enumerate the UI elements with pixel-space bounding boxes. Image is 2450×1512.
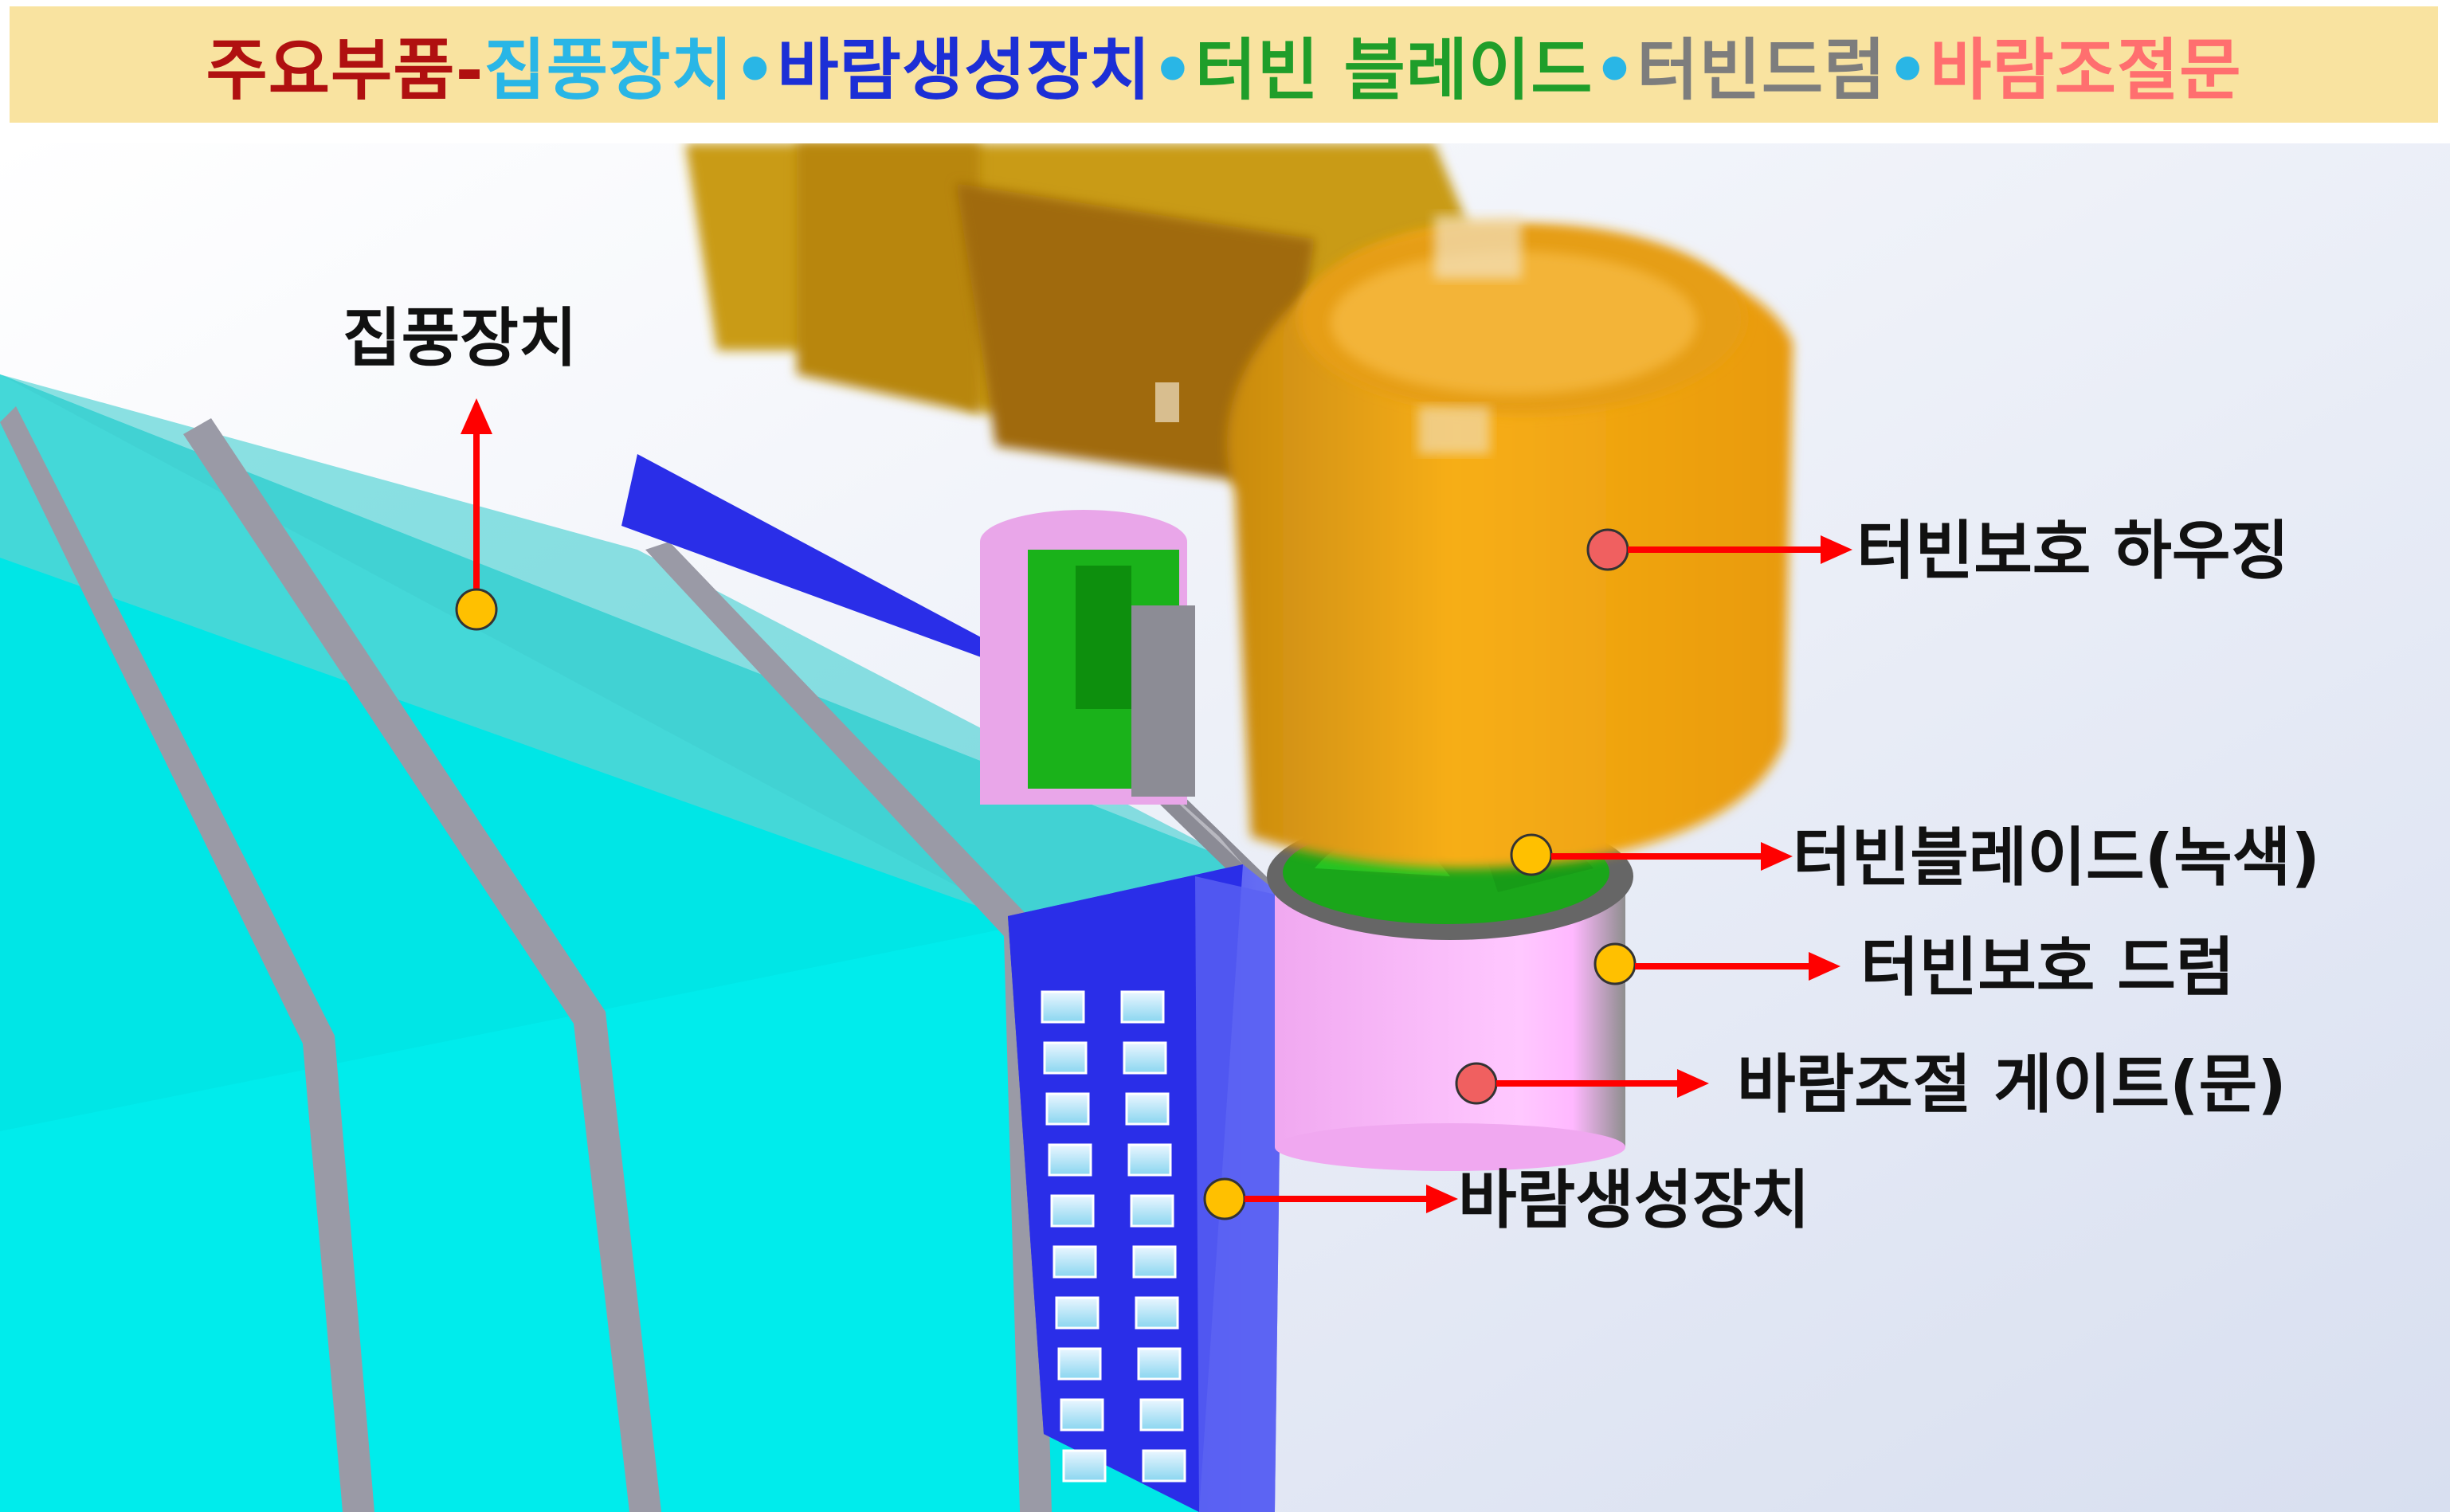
generator-window (1053, 1245, 1097, 1279)
label-turbine-blade: 터빈블레이드(녹색) (1793, 821, 2320, 895)
title-segment-main: 주요부품- (206, 30, 484, 109)
turbine-blades (980, 510, 1195, 805)
title-text: 주요부품-집풍장치•바람생성장치•터빈 블레이드•터빈드럼•바람조절문 (206, 17, 2241, 113)
callout-collector (455, 398, 498, 631)
title-separator: • (1593, 30, 1637, 109)
generator-window (1120, 990, 1165, 1024)
generator-window (1137, 1347, 1182, 1381)
title-segment-blade: 터빈 블레이드 (1194, 30, 1593, 109)
callout-gate (1455, 1062, 1709, 1105)
title-segment-drum: 터빈드럼 (1637, 30, 1887, 109)
generator-window (1135, 1296, 1179, 1330)
generator-window (1057, 1347, 1102, 1381)
title-separator: • (733, 30, 778, 109)
title-segment-generator: 바람생성장치 (777, 30, 1151, 109)
callout-drum (1593, 942, 1840, 985)
generator-window (1125, 1092, 1170, 1126)
title-segment-collector: 집풍장치 (484, 30, 734, 109)
label-wind-generator: 바람생성장치 (1458, 1163, 1810, 1237)
generator-window (1123, 1041, 1167, 1075)
turbine-housing (685, 143, 1793, 868)
generator-window (1060, 1398, 1104, 1432)
generator-window (1142, 1449, 1186, 1483)
label-wind-gate: 바람조절 게이트(문) (1737, 1048, 2287, 1122)
label-collector: 집풍장치 (343, 301, 578, 375)
generator-window (1043, 1041, 1088, 1075)
generator-window (1127, 1143, 1172, 1177)
title-banner: 주요부품-집풍장치•바람생성장치•터빈 블레이드•터빈드럼•바람조절문 (10, 6, 2438, 123)
generator-window (1139, 1398, 1184, 1432)
title-segment-gate: 바람조절문 (1930, 30, 2242, 109)
generator-window (1045, 1092, 1090, 1126)
generator-window (1132, 1245, 1177, 1279)
generator-window (1130, 1194, 1174, 1228)
generator-window (1041, 990, 1085, 1024)
title-separator: • (1886, 30, 1931, 109)
generator-windows (1041, 990, 1186, 1483)
generator-window (1055, 1296, 1100, 1330)
generator-window (1048, 1143, 1092, 1177)
callout-generator (1203, 1177, 1458, 1220)
generator-window (1050, 1194, 1095, 1228)
collector-duct (0, 374, 1291, 1512)
callout-housing (1586, 528, 1852, 571)
generator-fin (621, 454, 996, 661)
callout-blade (1510, 833, 1793, 876)
generator-window (1062, 1449, 1107, 1483)
title-separator: • (1151, 30, 1195, 109)
label-turbine-housing: 터빈보호 하우징 (1856, 514, 2290, 588)
label-turbine-drum: 터빈보호 드럼 (1860, 930, 2235, 1005)
turbine-scene (0, 143, 2450, 1512)
